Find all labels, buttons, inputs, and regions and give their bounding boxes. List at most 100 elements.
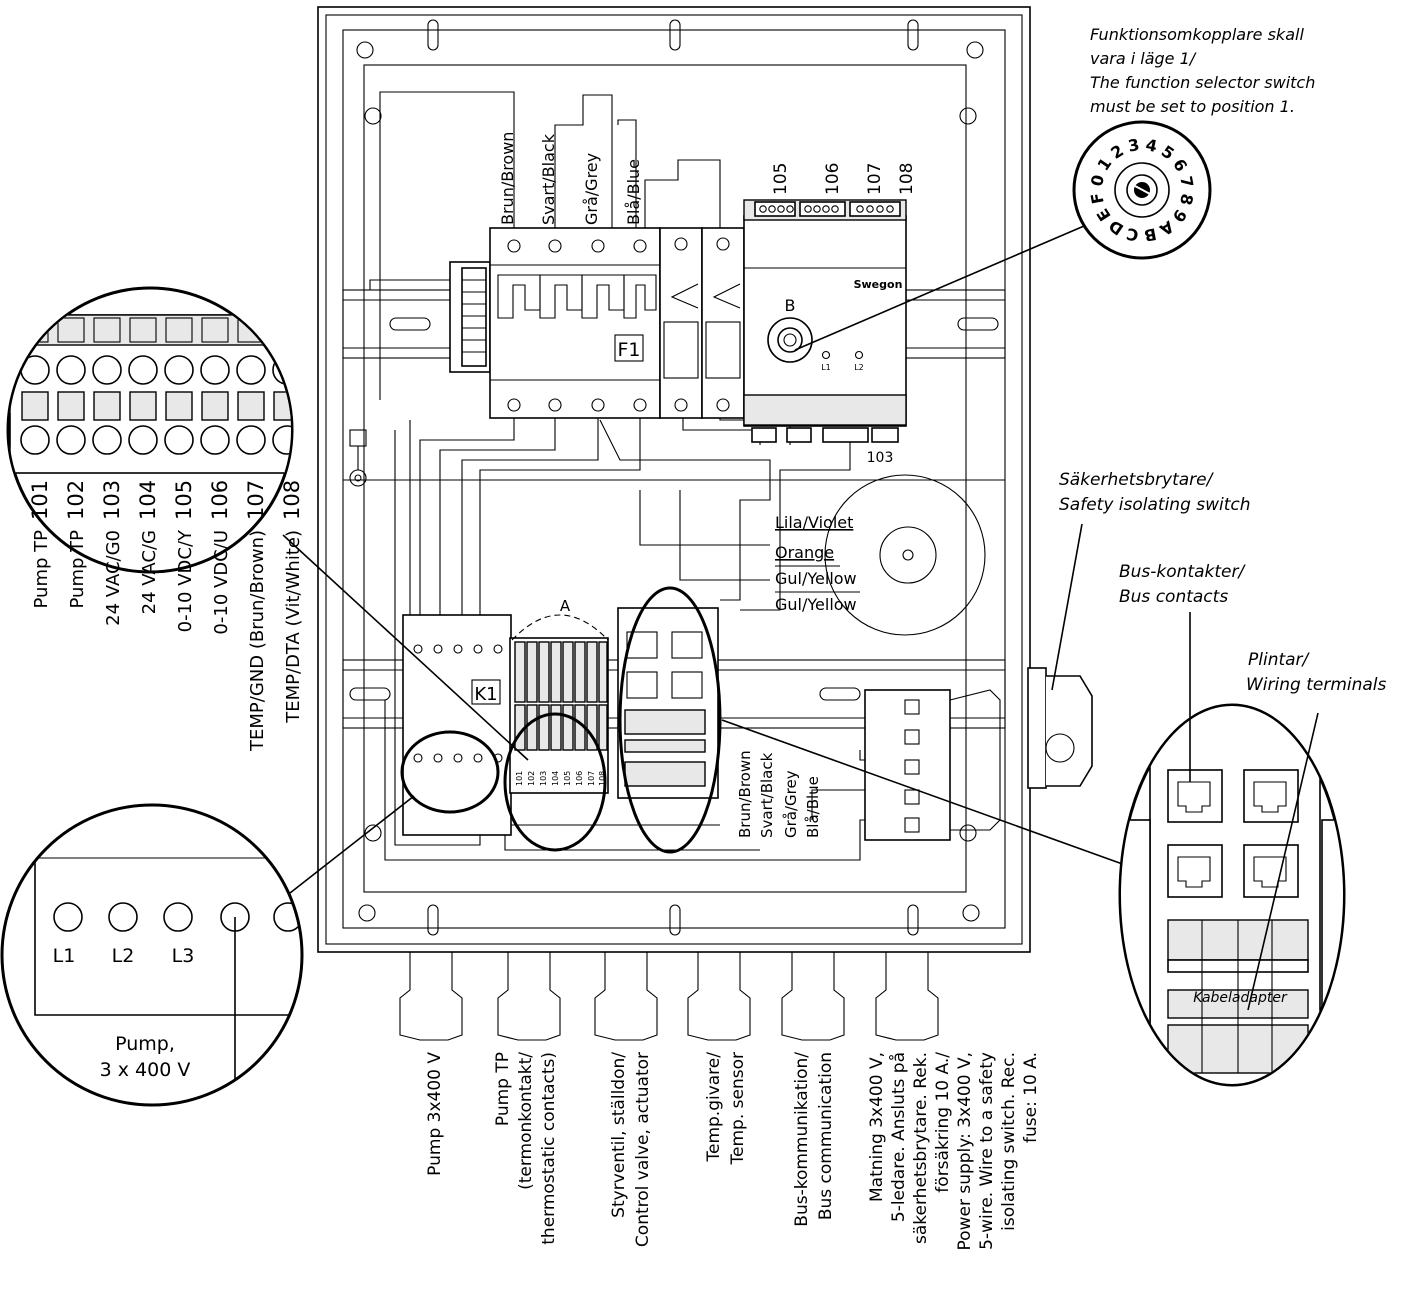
strip-number-107: 107 <box>587 771 596 786</box>
bottom-wire-label-blue: Blå/Blue <box>804 776 822 838</box>
cable-entry-labels: Pump 3x400 V Pump TP (termonkontakt/ the… <box>425 1052 1041 1251</box>
cable-entry-power-3: säkerhetsbrytare. Rek. <box>911 1052 931 1244</box>
strip-number-104: 104 <box>551 771 560 786</box>
zoom-terminal-104: 104 <box>136 480 160 520</box>
terminal-desc-104: 24 VAC/G <box>139 530 160 614</box>
wire-label-grey: Grå/Grey <box>582 153 601 225</box>
cable-entry-power-4: försäkring 10 A./ <box>933 1052 953 1193</box>
selector-note: Funktionsomkopplare skall vara i läge 1/… <box>1090 25 1315 116</box>
selector-note-line-3: The function selector switch <box>1090 73 1315 92</box>
bottom-wire-label-black: Svart/Black <box>758 752 776 838</box>
dial-char-1: 1 <box>1094 154 1116 174</box>
zoom-terminal-105: 105 <box>172 480 196 520</box>
safety-switch-body <box>864 667 1093 841</box>
wire-label-blue: Blå/Blue <box>624 159 643 225</box>
phase-l1: L1 <box>53 945 76 967</box>
terminal-desc-108: TEMP/DTA (Vit/White) <box>283 530 304 724</box>
module-terminal-107: 107 <box>865 163 885 195</box>
dial-char-B: B <box>1143 224 1158 245</box>
terminal-103-label: 103 <box>867 450 894 466</box>
zoom-terminal-101: 101 <box>28 480 52 520</box>
module-terminal-numbers: 105 106 107 108 <box>771 163 917 195</box>
zoom-terminal-107: 107 <box>244 480 268 520</box>
cable-entry-power-5: Power supply: 3x400 V, <box>955 1052 975 1250</box>
module-terminal-105: 105 <box>771 163 791 195</box>
strip-number-105: 105 <box>563 771 572 786</box>
terminal-desc-103: 24 VAC/G0 <box>103 530 124 626</box>
pump-zoom: L1 L2 L3 Pump, 3 x 400 V <box>0 803 304 1107</box>
transformer-wire-orange: Orange <box>775 543 834 562</box>
cable-entry-bus-2: Bus communication <box>816 1052 836 1220</box>
terminal-desc-101: Pump TP <box>31 530 52 609</box>
dial-char-7: 7 <box>1176 174 1197 188</box>
transformer-wire-yellow-1: Gul/Yellow <box>775 569 857 588</box>
terminal-strip-a: A 101 102 103 104 105 106 107 108 <box>509 597 609 794</box>
strip-number-102: 102 <box>527 771 536 786</box>
cable-entry-pump-tp-3: thermostatic contacts) <box>539 1052 559 1245</box>
strip-number-106: 106 <box>575 771 584 786</box>
dial-char-3: 3 <box>1126 135 1140 156</box>
cable-entry-power-6: 5-wire. Wire to a safety <box>977 1052 997 1250</box>
wiring-terminals-callout-2: Wiring terminals <box>1246 675 1387 695</box>
label-f1: F1 <box>617 339 640 361</box>
cable-glands <box>399 951 939 1041</box>
cable-entry-temp-1: Temp.givare/ <box>704 1052 724 1163</box>
dial-char-2: 2 <box>1107 141 1127 163</box>
bus-contact-block <box>617 607 719 799</box>
cable-adapter-label: Kabeladapter <box>1193 990 1288 1006</box>
label-a: A <box>560 597 571 615</box>
transformer-wire-violet: Lila/Violet <box>775 513 853 532</box>
cable-entry-power-8: fuse: 10 A. <box>1021 1052 1041 1143</box>
wire-label-brown: Brun/Brown <box>498 132 517 225</box>
callouts: Säkerhetsbrytare/ Safety isolating switc… <box>1059 470 1387 695</box>
cable-entry-pump-tp-1: Pump TP <box>493 1052 513 1126</box>
selector-note-line-4: must be set to position 1. <box>1090 97 1295 116</box>
transformer: Lila/Violet Orange Gul/Yellow Gul/Yellow <box>775 474 986 636</box>
safety-switch-callout-1: Säkerhetsbrytare/ <box>1059 470 1215 490</box>
enclosure <box>317 6 1031 953</box>
cable-entry-pump-tp-2: (termonkontakt/ <box>516 1052 536 1190</box>
zoom-terminal-106: 106 <box>208 480 232 520</box>
led-l2-label: L2 <box>854 363 864 372</box>
module-terminal-108: 108 <box>897 163 917 195</box>
terminal-desc-105: 0-10 VDC/Y <box>175 529 196 632</box>
cable-entry-pump: Pump 3x400 V <box>425 1052 445 1176</box>
bottom-wire-label-grey: Grå/Grey <box>782 770 800 838</box>
strip-number-108: 108 <box>598 771 607 786</box>
pump-zoom-label-2: 3 x 400 V <box>100 1059 191 1081</box>
zoom-terminal-108: 108 <box>280 480 304 520</box>
dial-char-A: A <box>1156 217 1177 240</box>
label-k1: K1 <box>474 684 497 705</box>
terminal-desc-102: Pump TP <box>67 530 88 609</box>
selector-note-line-2: vara i läge 1/ <box>1090 49 1197 68</box>
bottom-wire-labels: Brun/Brown Svart/Black Grå/Grey Blå/Blue <box>736 750 822 838</box>
contactor-k1: K1 <box>402 614 512 836</box>
phase-l2: L2 <box>112 945 135 967</box>
selector-note-line-1: Funktionsomkopplare skall <box>1090 25 1304 44</box>
dial-char-E: E <box>1093 205 1115 225</box>
transformer-wire-yellow-2: Gul/Yellow <box>775 595 857 614</box>
terminal-desc-106: 0-10 VDC/U <box>211 530 232 635</box>
dial-char-0: 0 <box>1087 173 1108 188</box>
terminal-desc-107: TEMP/GND (Brun/Brown) <box>247 530 268 752</box>
dial-char-C: C <box>1125 224 1140 245</box>
right-zoom: Kabeladapter <box>1051 523 1346 1087</box>
side-terminal-block <box>349 261 491 487</box>
bus-contacts-callout-1: Bus-kontakter/ <box>1119 562 1246 582</box>
dial-char-4: 4 <box>1144 135 1159 156</box>
led-l1-label: L1 <box>821 363 831 372</box>
controller-module: Swegon B L1 L2 103 <box>743 199 907 466</box>
terminal-zoom: 101 102 103 104 105 106 107 108 Pump TP … <box>6 286 304 752</box>
dial-char-5: 5 <box>1158 142 1178 164</box>
cable-entry-bus-1: Bus-kommunikation/ <box>792 1052 812 1227</box>
cable-entry-power-1: Matning 3x400 V, <box>867 1052 887 1202</box>
top-wire-labels: Brun/Brown Svart/Black Grå/Grey Blå/Blue <box>498 132 643 225</box>
dial-char-8: 8 <box>1176 192 1197 207</box>
pump-zoom-label-1: Pump, <box>115 1033 175 1055</box>
bus-contacts-callout-2: Bus contacts <box>1119 587 1228 607</box>
cable-entry-valve-1: Styrventil, ställdon/ <box>609 1052 629 1218</box>
relay-modules <box>659 227 745 419</box>
cable-entry-temp-2: Temp. sensor <box>728 1052 748 1165</box>
phase-l3: L3 <box>172 945 195 967</box>
